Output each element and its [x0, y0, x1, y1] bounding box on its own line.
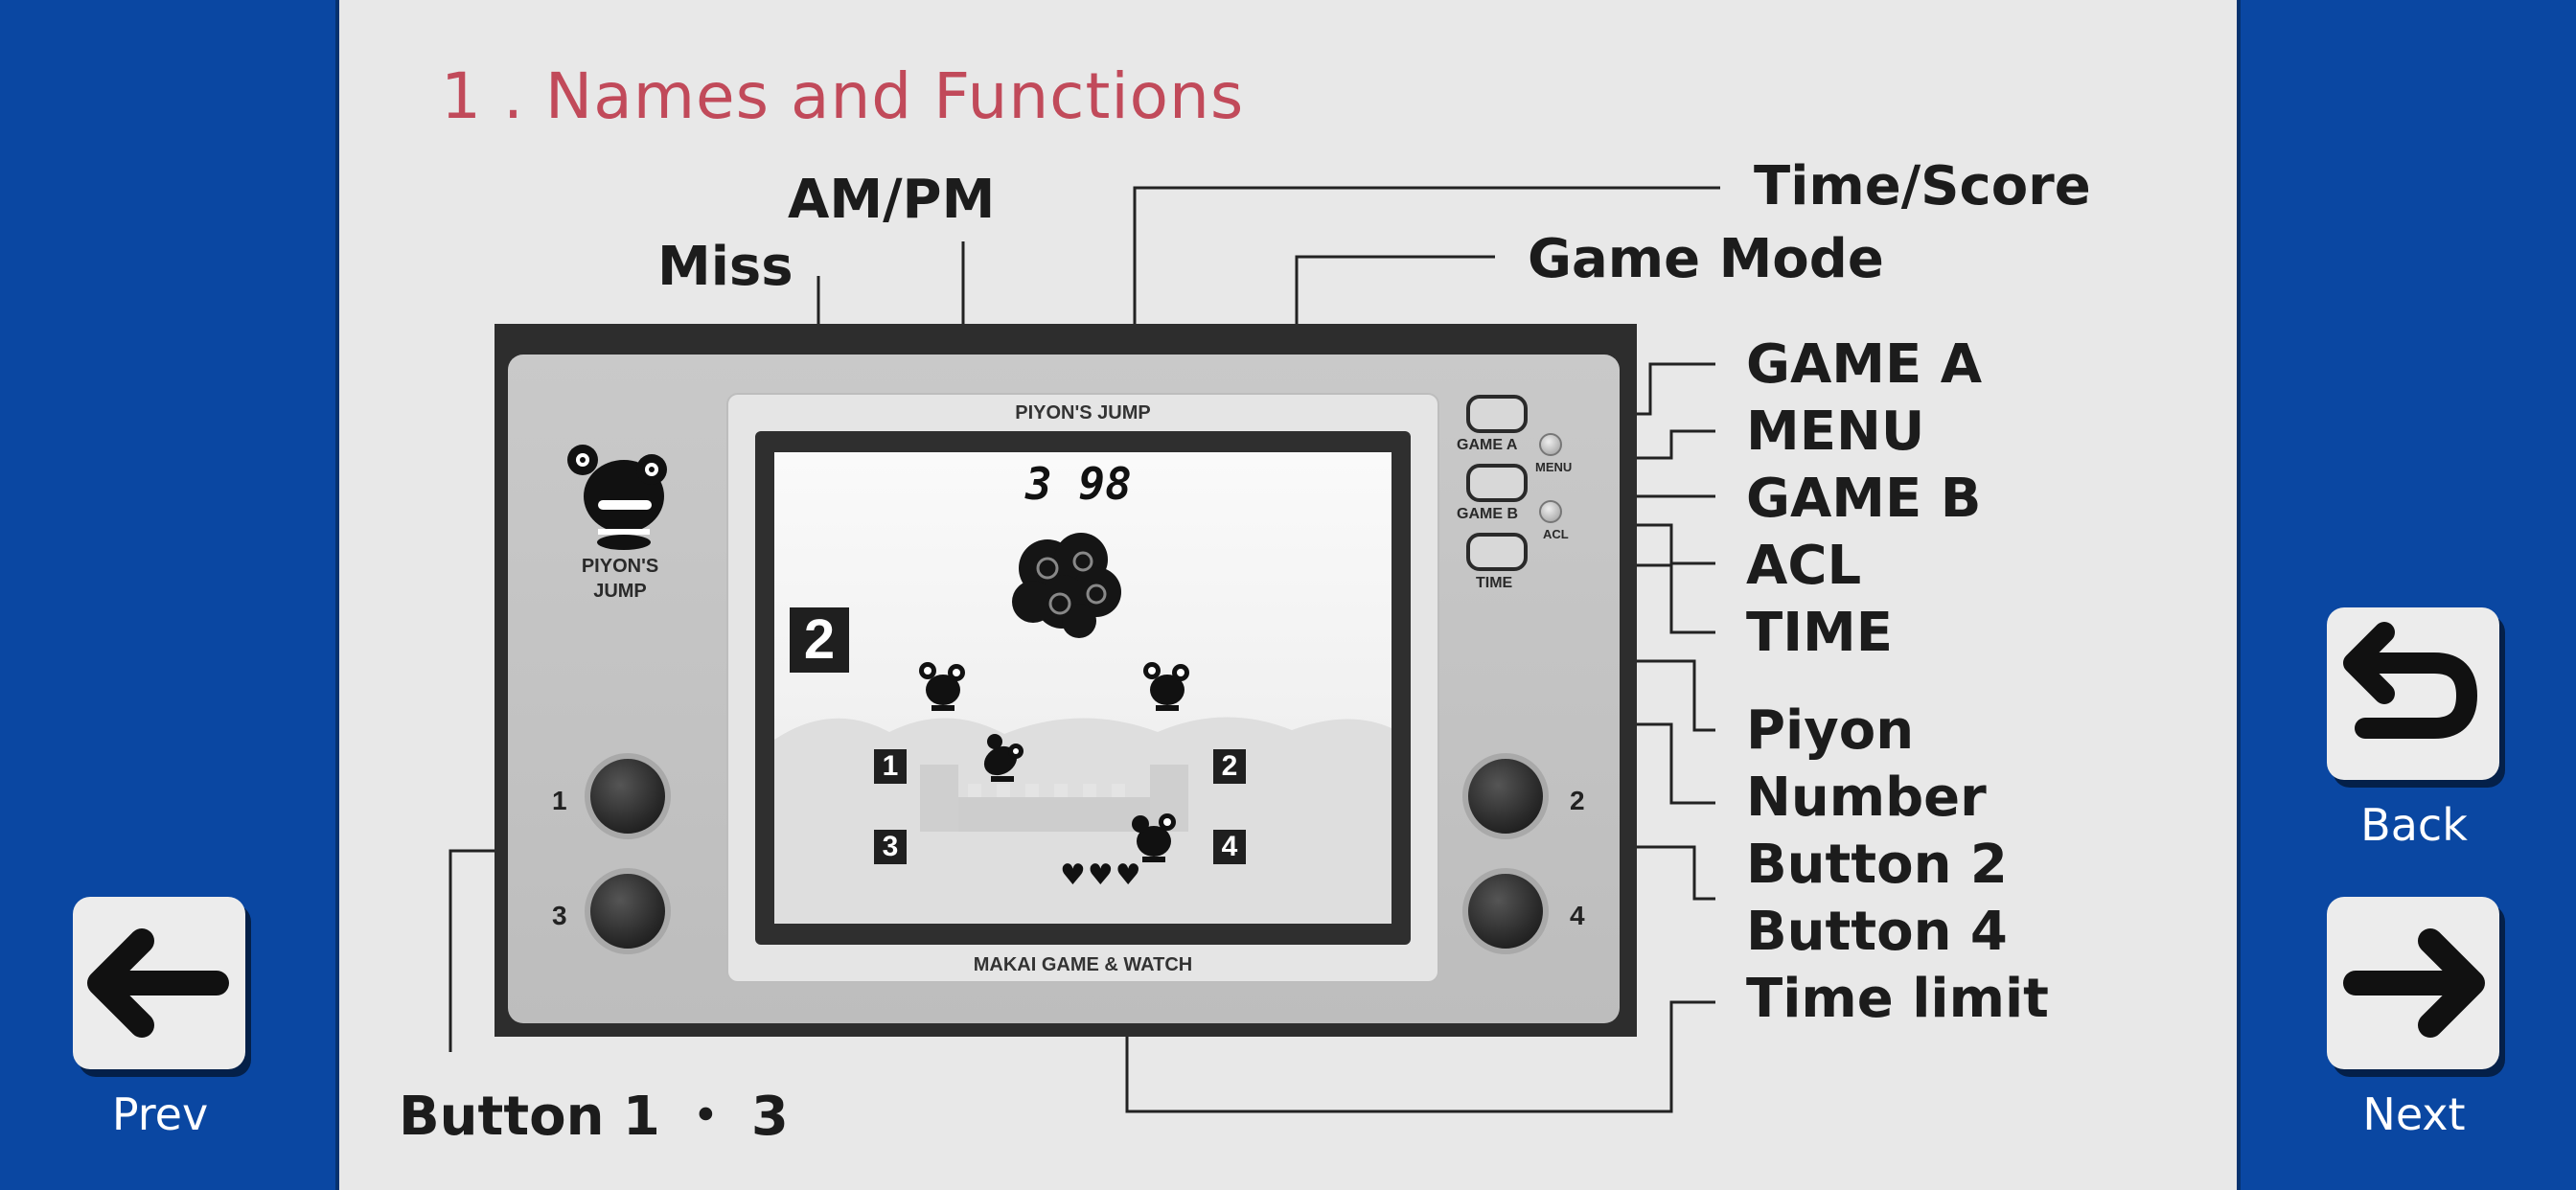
next-button[interactable] [2327, 897, 2499, 1069]
piyon-bottom-icon [1132, 813, 1176, 862]
screen-footer: MAKAI GAME & WATCH [973, 954, 1193, 975]
acl-knob-label: ACL [1543, 527, 1569, 541]
platform-number-3: 3 [874, 830, 907, 864]
screen-frame: 3 98 2 [755, 431, 1411, 945]
label-time-score: Time/Score [1754, 155, 2091, 217]
menu-knob-label: MENU [1535, 460, 1573, 474]
button-1[interactable] [585, 753, 671, 839]
button-2[interactable] [1462, 753, 1549, 839]
platform-number-4: 4 [1213, 830, 1246, 864]
undo-arrow-icon [2343, 622, 2477, 739]
label-acl: ACL [1746, 535, 1862, 597]
logo-text-line2: JUMP [593, 581, 647, 602]
label-number: Number [1746, 767, 1987, 829]
menu-knob[interactable] [1539, 433, 1562, 456]
label-time: TIME [1746, 602, 1894, 664]
label-am-pm: AM/PM [788, 169, 996, 231]
label-menu: MENU [1746, 400, 1925, 463]
platform-number-1: 1 [874, 749, 907, 784]
game-a-button[interactable] [1466, 395, 1528, 433]
back-label: Back [2360, 799, 2468, 851]
piyon-right-icon [1143, 662, 1189, 711]
piyon-left-icon [919, 662, 965, 711]
label-game-b: GAME B [1746, 468, 1982, 530]
logo-text-line1: PIYON'S [581, 556, 659, 577]
time-label: TIME [1476, 575, 1513, 591]
monster-icon [1012, 533, 1121, 638]
button-2-number: 2 [1570, 786, 1585, 815]
button-1-number: 1 [552, 786, 567, 815]
piyon-logo-icon [567, 445, 667, 550]
device-face: PIYON'S JUMP 1 3 2 4 GAME A MENU GAME B … [508, 355, 1620, 1023]
prev-button[interactable] [73, 897, 245, 1069]
page-title: 1 . Names and Functions [441, 59, 1245, 133]
label-time-limit: Time limit [1746, 968, 2049, 1030]
button-4-number: 4 [1570, 901, 1585, 930]
piyon-jumping-icon [983, 734, 1024, 782]
game-a-label: GAME A [1457, 437, 1518, 453]
arrow-left-icon [87, 928, 229, 1038]
score-display: 3 98 [1025, 458, 1132, 510]
screen-bezel: PIYON'S JUMP 3 98 [726, 393, 1439, 983]
label-game-a: GAME A [1746, 333, 1983, 396]
game-watch-device: PIYON'S JUMP 1 3 2 4 GAME A MENU GAME B … [494, 324, 1637, 1037]
time-button[interactable] [1466, 533, 1528, 571]
label-piyon: Piyon [1746, 699, 1915, 762]
button-4[interactable] [1462, 868, 1549, 954]
game-b-label: GAME B [1457, 506, 1518, 522]
back-button[interactable] [2327, 607, 2499, 780]
platform-number-2: 2 [1213, 749, 1246, 784]
button-3-number: 3 [552, 901, 567, 930]
lcd-background-scene [774, 717, 1392, 924]
label-miss: Miss [657, 236, 794, 298]
time-limit-hearts: ♥♥♥ [1060, 858, 1143, 892]
acl-knob[interactable] [1539, 500, 1562, 523]
lcd-screen: 3 98 2 [774, 452, 1392, 924]
game-b-button[interactable] [1466, 464, 1528, 502]
label-button-1-3: Button 1 ・ 3 [399, 1086, 789, 1148]
label-button-4: Button 4 [1746, 901, 2008, 963]
level-number-box: 2 [790, 607, 849, 673]
button-3[interactable] [585, 868, 671, 954]
screen-title: PIYON'S JUMP [1015, 402, 1151, 423]
arrow-right-icon [2343, 928, 2485, 1038]
label-button-2: Button 2 [1746, 834, 2008, 896]
prev-label: Prev [111, 1088, 209, 1140]
next-label: Next [2362, 1088, 2466, 1140]
label-game-mode: Game Mode [1528, 228, 1884, 290]
